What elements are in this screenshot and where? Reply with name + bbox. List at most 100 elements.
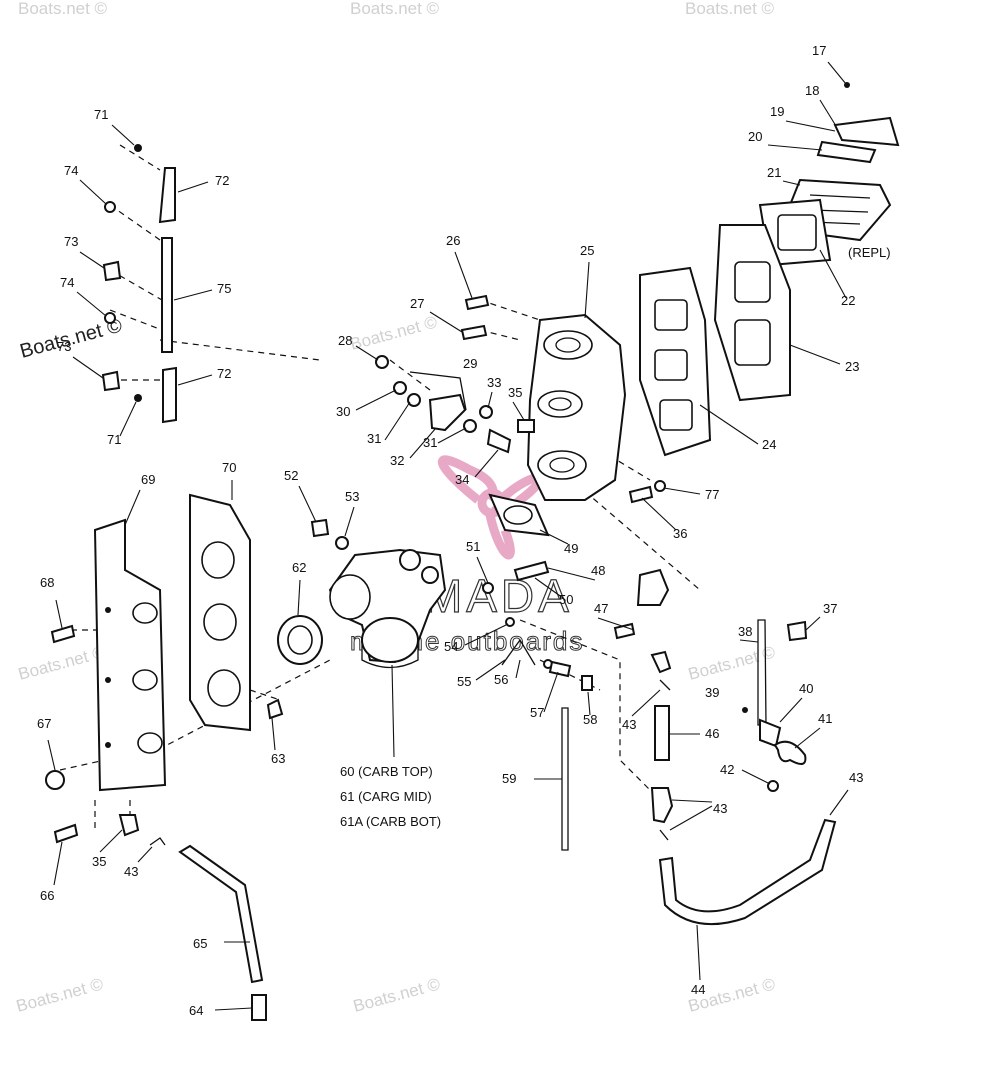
part-label: 31 [367,431,381,446]
part-label: 72 [217,366,231,381]
part-label: 43 [849,770,863,785]
part-label: 58 [583,712,597,727]
intake-manifold-part [713,224,791,402]
part-number-labels: 1718192021(REPL)222324252627282930313231… [37,43,891,1018]
part-label: 22 [841,293,855,308]
plug-part [45,770,65,790]
part-label: 23 [845,359,859,374]
part-label: 35 [92,854,106,869]
part-label: 49 [564,541,578,556]
part-label: 73 [64,234,78,249]
cover-gasket-part [189,493,251,732]
part-label: 72 [215,173,229,188]
part-label: 77 [705,487,719,502]
part-label: 73 [57,339,71,354]
choke-rod-part [561,707,569,851]
water-hose-part [178,844,264,984]
carb-label-top: 60 (CARB TOP) [340,764,433,779]
part-label: 71 [94,107,108,122]
part-label: 29 [463,356,477,371]
watermark-text: Boats.net © [685,0,775,18]
part-label: 18 [805,83,819,98]
part-label: 55 [457,674,471,689]
hardware-group [375,294,666,504]
carburetor-adaptor-part [526,313,627,501]
part-label: 74 [60,275,74,290]
part-label: (REPL) [848,245,891,260]
throttle-linkage-parts [101,144,177,424]
watermark-text: Boats.net © [348,312,439,354]
part-label: 21 [767,165,781,180]
part-label: 46 [705,726,719,741]
reed-stop-part [816,82,900,164]
part-label: 26 [446,233,460,248]
leader-lines [47,61,849,1011]
part-label: 75 [217,281,231,296]
bolt-part [50,624,76,644]
part-label: 35 [508,385,522,400]
part-label: 43 [713,801,727,816]
part-label: 33 [487,375,501,390]
part-label: 70 [222,460,236,475]
carburetor-note: 60 (CARB TOP) 61 (CARG MID) 61A (CARB BO… [340,764,441,829]
carb-flange-gasket-part [277,615,323,665]
bolt-part [53,823,79,844]
part-label: 50 [559,592,573,607]
carb-label-bot: 61A (CARB BOT) [340,814,441,829]
part-label: 39 [705,685,719,700]
part-label: 67 [37,716,51,731]
part-label: 56 [494,672,508,687]
part-label: 38 [738,624,752,639]
watermark-text: Boats.net © [18,0,108,18]
fuel-hose-part [658,818,837,926]
carb-label-mid: 61 (CARG MID) [340,789,432,804]
part-label: 51 [466,539,480,554]
part-label: 69 [141,472,155,487]
part-label: 71 [107,432,121,447]
part-label: 59 [502,771,516,786]
linkage-hardware [482,560,670,640]
part-label: 42 [720,762,734,777]
part-label: 41 [818,711,832,726]
fuel-fittings [650,650,674,841]
watermark-text: Boats.net © [351,974,442,1016]
part-label: 32 [390,453,404,468]
watermark-text: Boats.net © [16,642,107,684]
washer-part [335,536,349,550]
assembly-lines [59,144,701,830]
part-label: 36 [673,526,687,541]
clamp-part [149,837,166,846]
part-label: 30 [336,404,350,419]
part-label: 31 [423,435,437,450]
fitting-part [118,814,140,837]
carburetor-part [328,548,447,669]
part-label: 28 [338,333,352,348]
part-label: 63 [271,751,285,766]
primer-parts [742,619,808,792]
part-label: 54 [444,639,458,654]
part-label: 57 [530,705,544,720]
part-label: 34 [455,472,469,487]
part-label: 74 [64,163,78,178]
parts [45,82,900,1021]
part-label: 25 [580,243,594,258]
part-label: 27 [410,296,424,311]
part-label: 43 [622,717,636,732]
part-label: 64 [189,1003,203,1018]
part-label: 53 [345,489,359,504]
part-label: 40 [799,681,813,696]
part-label: 62 [292,560,306,575]
bolt-part [266,698,284,720]
exhaust-cover-part [93,518,167,792]
part-label: 24 [762,437,776,452]
part-label: 17 [812,43,826,58]
part-label: 43 [124,864,138,879]
part-label: 47 [594,601,608,616]
watermark-text: Boats.net © [350,0,440,18]
carb-gasket-part [488,493,550,537]
part-label: 65 [193,936,207,951]
watermark-text: Boats.net © [686,642,777,684]
part-label: 44 [691,982,705,997]
